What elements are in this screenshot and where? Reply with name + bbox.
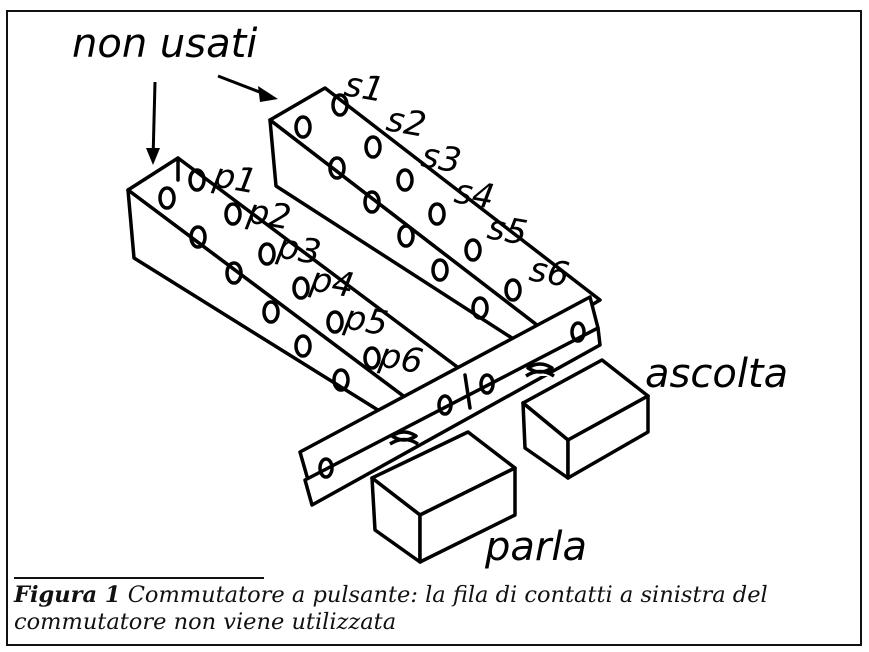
right-row-label-4: s4 bbox=[451, 171, 497, 217]
left-row-label-3: p3 bbox=[273, 226, 323, 273]
right-row-label-2: s2 bbox=[383, 99, 429, 145]
left-row-label-4: p4 bbox=[306, 259, 356, 306]
right-row-label-6: s6 bbox=[526, 249, 572, 295]
unused-arrows bbox=[146, 74, 278, 165]
right-row-label-3: s3 bbox=[418, 135, 464, 181]
left-row-label-5: p5 bbox=[340, 297, 390, 344]
listen-label: ascolta bbox=[645, 351, 788, 397]
left-row-label-6: p6 bbox=[375, 335, 425, 382]
mounting-plate bbox=[298, 295, 602, 507]
left-row-label-2: p2 bbox=[243, 191, 293, 238]
caption-text: Commutatore a pulsante: la fila di conta… bbox=[14, 582, 768, 635]
right-row-label-1: s1 bbox=[341, 64, 387, 110]
unused-label: non usati bbox=[72, 21, 257, 67]
right-bar-contacts bbox=[294, 93, 522, 320]
figure-caption: Figura 1 Commutatore a pulsante: la fila… bbox=[14, 582, 854, 636]
plate-holes bbox=[318, 321, 586, 479]
talk-button bbox=[370, 430, 517, 564]
figure-number: Figura 1 bbox=[14, 582, 121, 608]
listen-button bbox=[521, 358, 650, 480]
caption-rule bbox=[14, 577, 264, 579]
left-row-label-1: p1 bbox=[209, 155, 259, 202]
left-bar-contacts bbox=[158, 168, 381, 392]
right-row-label-5: s5 bbox=[484, 207, 530, 253]
talk-label: parla bbox=[484, 524, 587, 570]
